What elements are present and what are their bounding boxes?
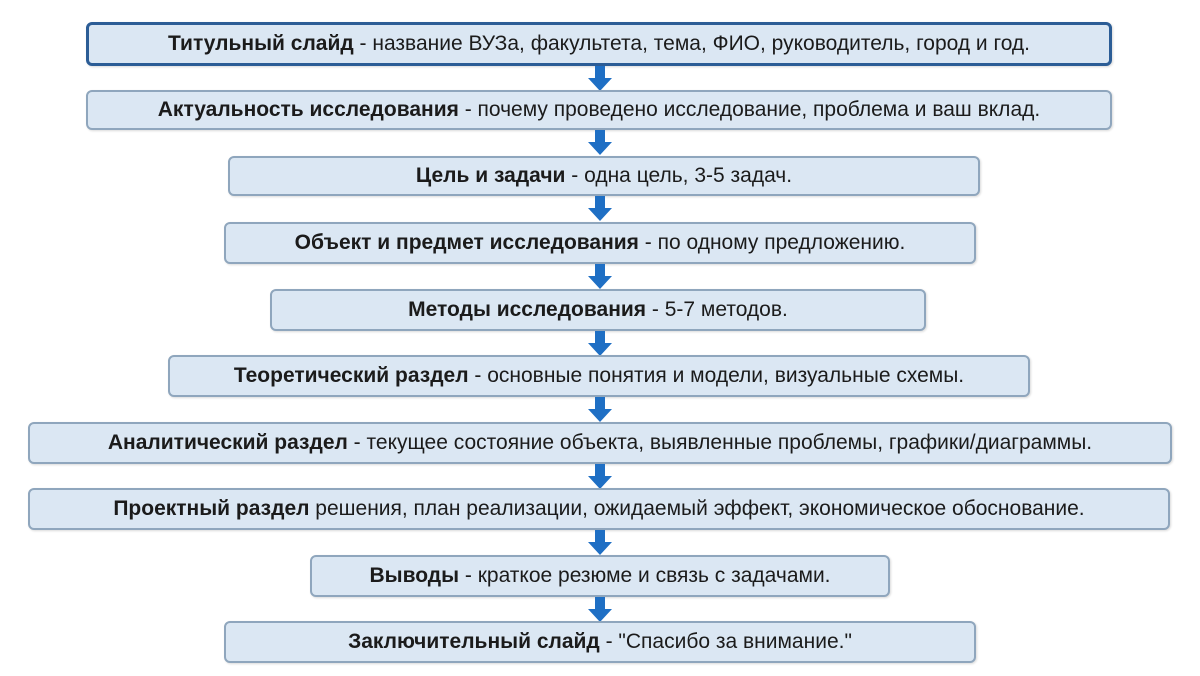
step-theory: Теоретический раздел - основные понятия … bbox=[168, 355, 1030, 397]
step-title: Актуальность исследования bbox=[157, 98, 459, 121]
arrow-down-icon bbox=[588, 196, 612, 221]
step-project: Проектный раздел решения, план реализаци… bbox=[28, 488, 1170, 530]
step-description: - по одному предложению. bbox=[638, 231, 906, 254]
arrow-down-icon bbox=[588, 66, 612, 91]
step-description: - текущее состояние объекта, выявленные … bbox=[347, 431, 1093, 454]
step-title: Объект и предмет исследования bbox=[294, 231, 639, 254]
step-title: Аналитический раздел bbox=[107, 431, 348, 454]
step-title-slide: Титульный слайд - название ВУЗа, факульт… bbox=[86, 22, 1112, 66]
step-description: - 5-7 методов. bbox=[646, 298, 788, 321]
step-description: - название ВУЗа, факультета, тема, ФИО, … bbox=[353, 32, 1030, 55]
step-title: Заключительный слайд bbox=[348, 630, 600, 653]
arrow-down-icon bbox=[588, 397, 612, 422]
arrow-down-icon bbox=[588, 597, 612, 622]
step-title: Выводы bbox=[369, 564, 460, 587]
step-description: - краткое резюме и связь с задачами. bbox=[459, 564, 831, 587]
step-description: - одна цель, 3-5 задач. bbox=[565, 164, 793, 187]
step-title: Теоретический раздел bbox=[233, 364, 469, 387]
step-description: решения, план реализации, ожидаемый эффе… bbox=[309, 497, 1085, 520]
step-methods: Методы исследования - 5-7 методов. bbox=[270, 289, 926, 331]
arrow-down-icon bbox=[588, 331, 612, 356]
step-title: Цель и задачи bbox=[415, 164, 566, 187]
step-conclusions: Выводы - краткое резюме и связь с задача… bbox=[310, 555, 890, 597]
step-description: - основные понятия и модели, визуальные … bbox=[468, 364, 965, 387]
step-goal-tasks: Цель и задачи - одна цель, 3-5 задач. bbox=[228, 156, 980, 196]
arrow-down-icon bbox=[588, 464, 612, 489]
step-description: - почему проведено исследование, проблем… bbox=[458, 98, 1041, 121]
step-analysis: Аналитический раздел - текущее состояние… bbox=[28, 422, 1172, 464]
step-relevance: Актуальность исследования - почему прове… bbox=[86, 90, 1112, 130]
step-title: Методы исследования bbox=[408, 298, 647, 321]
arrow-down-icon bbox=[588, 530, 612, 555]
step-title: Титульный слайд bbox=[168, 32, 354, 55]
step-object-subject: Объект и предмет исследования - по одном… bbox=[224, 222, 976, 264]
step-title: Проектный раздел bbox=[113, 497, 310, 520]
arrow-down-icon bbox=[588, 130, 612, 155]
step-description: - "Спасибо за внимание." bbox=[599, 630, 852, 653]
arrow-down-icon bbox=[588, 264, 612, 289]
step-final-slide: Заключительный слайд - "Спасибо за внима… bbox=[224, 621, 976, 663]
